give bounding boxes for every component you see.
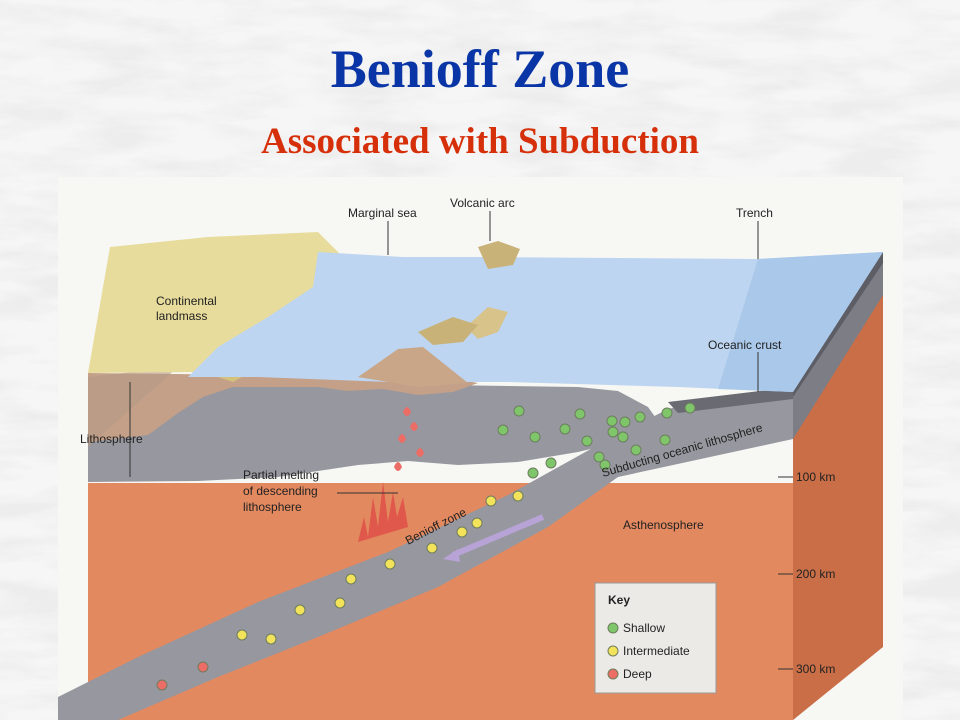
key-deep-label: Deep [623, 667, 652, 681]
key-legend: Key Shallow Intermediate Deep [594, 582, 717, 694]
key-shallow-swatch [607, 622, 619, 634]
continental-lithosphere [88, 377, 658, 482]
subduction-direction-arrow [451, 514, 545, 558]
slab-crust [668, 387, 793, 413]
intermediate-foci [236, 490, 524, 645]
island-3 [478, 241, 520, 269]
label-marginal-sea: Marginal sea [348, 206, 417, 220]
label-asthenosphere: Asthenosphere [623, 518, 704, 532]
label-depth-300: 300 km [796, 662, 835, 676]
label-partial-melting-3: lithosphere [243, 500, 302, 514]
island-2 [418, 317, 478, 345]
side-oceanic-crust [793, 252, 883, 397]
shallow-foci [497, 402, 696, 479]
label-partial-melting-1: Partial melting [243, 468, 319, 482]
arc-volcano [358, 347, 468, 387]
page-title: Benioff Zone [330, 39, 630, 99]
deep-foci [156, 661, 209, 691]
island-1 [466, 307, 508, 339]
key-deep-swatch [607, 668, 619, 680]
label-continental: Continental [156, 294, 217, 308]
crustal-root [88, 373, 478, 442]
label-trench: Trench [736, 206, 773, 220]
leader-lines [129, 211, 759, 494]
label-partial-melting-2: of descending [243, 484, 318, 498]
label-oceanic-crust: Oceanic crust [708, 338, 782, 352]
label-depth-100: 100 km [796, 470, 835, 484]
earthquake-foci [156, 402, 696, 691]
ocean-surface [188, 252, 883, 392]
magma-plumes [394, 407, 424, 471]
key-shallow-label: Shallow [623, 621, 665, 635]
label-volcanic-arc: Volcanic arc [450, 196, 515, 210]
key-title: Key [608, 593, 630, 607]
subduction-diagram: Marginal sea Volcanic arc Trench Contine… [58, 177, 903, 720]
label-lithosphere: Lithosphere [80, 432, 143, 446]
page-subtitle: Associated with Subduction [261, 121, 699, 162]
key-intermediate-swatch [607, 645, 619, 657]
continental-landmass [88, 232, 348, 373]
label-depth-200: 200 km [796, 567, 835, 581]
side-lithosphere [793, 252, 883, 439]
label-landmass: landmass [156, 309, 207, 323]
key-intermediate-label: Intermediate [623, 644, 690, 658]
depth-ticks [778, 476, 793, 670]
partial-melting-zone [358, 482, 408, 542]
